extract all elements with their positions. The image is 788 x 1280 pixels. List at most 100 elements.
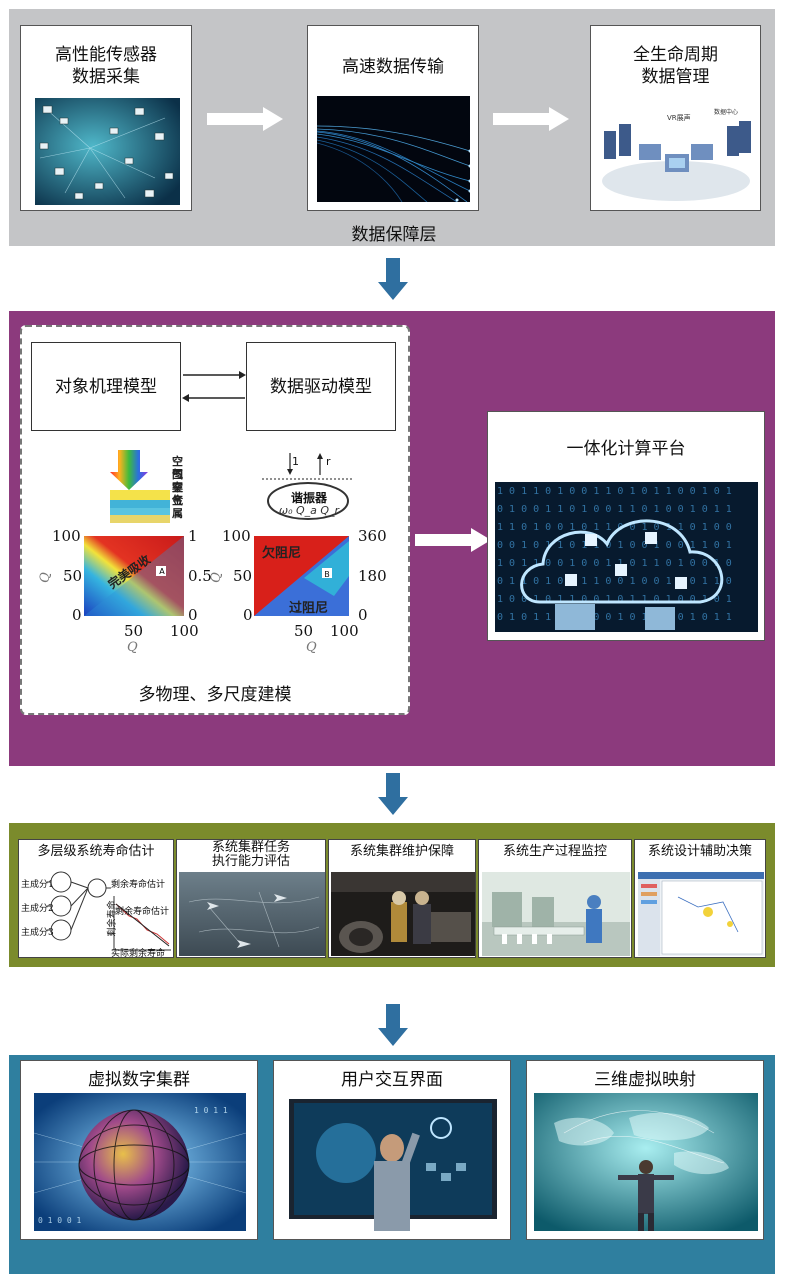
nn-input-3: 主成分3 (21, 928, 54, 938)
nn-output-label: 剩余寿命估计 (111, 880, 166, 890)
data-assurance-layer-label: 数据保障层 (351, 225, 437, 245)
production-monitoring-card: 系统生产过程监控 (478, 839, 632, 958)
nn-input-2: 主成分2 (21, 904, 54, 914)
sensor-network-image (35, 98, 180, 205)
marker-a-label: A (159, 567, 165, 576)
left-y-tick-0: 0 (72, 606, 82, 624)
curve-estimate-label: 剩余寿命估计 (115, 907, 170, 917)
svg-text:0 1 0 0 1: 0 1 0 0 1 (38, 1216, 82, 1225)
left-right-tick-0-5: 0.5 (188, 567, 212, 585)
virtual-map-image (534, 1093, 758, 1231)
management-card-title: 全生命周期 数据管理 (633, 45, 718, 87)
svg-text:1 0 1 1 0 1 0 0 1 1 0 1 0 1 1: 1 0 1 1 0 1 0 0 1 1 0 1 0 1 1 0 0 1 0 1 (497, 486, 732, 497)
down-arrow-icon (378, 773, 408, 815)
design-decision-card: 系统设计辅助决策 (634, 839, 766, 958)
absorber-layer-stack-icon (110, 450, 170, 523)
left-y-tick-50: 50 (63, 567, 83, 585)
left-x-tick-100: 100 (170, 622, 199, 640)
right-x-tick-50: 50 (294, 622, 314, 640)
mission-capability-card: 系统集群任务 执行能力评估 (176, 839, 326, 958)
svg-text:1 0 0 1 0 1 1 0 0 1 0 1 1 0 1: 1 0 0 1 0 1 1 0 0 1 0 1 1 0 1 0 0 1 0 1 (497, 594, 732, 605)
svg-text:1 0 1 1: 1 0 1 1 (194, 1106, 228, 1115)
fiber-optic-image (317, 96, 470, 202)
right-right-tick-360: 360 (358, 527, 387, 545)
actual-rul-label: 实际剩余寿命 (111, 949, 166, 959)
cloud-computing-image: 1 0 1 1 0 1 0 0 1 1 0 1 0 1 1 0 0 1 0 1 … (495, 482, 758, 632)
svg-text:数据中心: 数据中心 (714, 108, 738, 116)
lifetime-estimation-title: 多层级系统寿命估计 (37, 844, 155, 859)
right-right-tick-180: 180 (358, 567, 387, 585)
left-x-tick-50: 50 (124, 622, 144, 640)
left-right-tick-1: 1 (188, 527, 198, 545)
right-y-tick-50: 50 (233, 567, 253, 585)
resonator-label: 谐振器 (290, 491, 327, 505)
right-arrow-icon (493, 107, 569, 131)
right-arrow-icon (415, 528, 491, 552)
marker-b-label: B (324, 570, 330, 579)
modeling-caption: 多物理、多尺度建模 (138, 685, 292, 705)
data-driven-model-box: 数据驱动模型 (246, 342, 396, 431)
left-y-axis-label: Q (37, 572, 53, 583)
svg-text:0 0 1 0 1 1 0 1 1 0 1 0 0 1 0: 0 0 1 0 1 1 0 1 1 0 1 0 0 1 0 0 1 1 0 1 (497, 540, 732, 551)
right-x-axis-label: Q (306, 640, 317, 655)
computing-platform-card: 一体化计算平台 1 0 1 1 0 1 0 0 1 1 0 1 0 1 1 0 … (487, 411, 765, 641)
damping-heatmap (254, 536, 349, 616)
virtual-cluster-title: 虚拟数字集群 (88, 1070, 190, 1090)
overdamped-label: 过阻尼 (289, 601, 329, 616)
svg-text:0 1 0 0 1 1 0 1 0 0 1 1 0 1 0: 0 1 0 0 1 1 0 1 0 0 1 1 0 1 0 0 1 0 1 1 (497, 504, 732, 515)
right-y-tick-0: 0 (243, 606, 253, 624)
resonator-schematic-icon (262, 453, 354, 520)
svg-text:VR展声: VR展声 (667, 113, 691, 122)
resonator-params: ω₀ Q_a Q_r (278, 504, 340, 517)
transmission-card-title: 高速数据传输 (342, 57, 444, 77)
bidirectional-arrows-icon (182, 371, 246, 402)
left-x-axis-label: Q (127, 640, 138, 655)
user-interface-title: 用户交互界面 (341, 1070, 443, 1090)
design-decision-title: 系统设计辅助决策 (647, 844, 752, 859)
absorption-heatmap (84, 536, 184, 616)
nn-input-1: 主成分1 (21, 880, 54, 890)
right-right-tick-0: 0 (358, 606, 368, 624)
arrow-in-label: 1 (292, 455, 299, 468)
down-arrow-icon (378, 1004, 408, 1046)
maintenance-image (331, 872, 475, 956)
svg-text:0 1 1 0 1 0 0 1 1 0 0 1 0 0 1: 0 1 1 0 1 0 0 1 1 0 0 1 0 0 1 1 0 1 1 0 (497, 576, 732, 587)
virtual-cluster-card: 虚拟数字集群 0 1 0 0 1 1 0 1 1 (20, 1060, 258, 1240)
left-y-tick-100: 100 (52, 527, 81, 545)
maintenance-support-card: 系统集群维护保障 (328, 839, 476, 958)
neural-network-diagram (47, 871, 171, 951)
right-x-tick-100: 100 (330, 622, 359, 640)
right-y-axis-label: Q (208, 572, 224, 583)
3d-mapping-card: 三维虚拟映射 (526, 1060, 764, 1240)
right-arrow-icon (207, 107, 283, 131)
svg-text:1 1 0 1 0 0 1 0 1 1 0 0 1 0 1: 1 1 0 1 0 0 1 0 1 1 0 0 1 0 1 1 0 1 0 0 (497, 522, 732, 533)
sensor-card-title: 高性能传感器 数据采集 (55, 45, 157, 87)
underdamped-label: 欠阻尼 (262, 546, 302, 561)
down-arrow-icon (378, 258, 408, 300)
3d-mapping-title: 三维虚拟映射 (594, 1070, 696, 1090)
maintenance-support-title: 系统集群维护保障 (349, 844, 454, 859)
production-monitoring-title: 系统生产过程监控 (502, 844, 607, 859)
left-right-tick-0: 0 (188, 606, 198, 624)
transmission-card: 高速数据传输 (307, 25, 479, 211)
computing-platform-title: 一体化计算平台 (566, 439, 686, 459)
digital-globe-image: 0 1 0 0 1 1 0 1 1 (34, 1093, 246, 1231)
data-management-card: 全生命周期 数据管理 VR展声 数据中心 (590, 25, 761, 211)
rul-axis-label: 剩余寿命 (107, 900, 118, 937)
layer-label-air-2: 空气 (172, 481, 183, 507)
mission-capability-title: 系统集群任务 执行能力评估 (211, 840, 290, 869)
svg-text:1 0 1 1 0 0 1 0 0 1 1 0 1 1 0: 1 0 1 1 0 0 1 0 0 1 1 0 1 1 0 1 0 0 1 0 (497, 558, 732, 569)
touch-screen-image (286, 1093, 500, 1231)
svg-text:0 1 0 1 1 0 1 1 0 0 1 0 1 1 0: 0 1 0 1 1 0 1 1 0 0 1 0 1 1 0 0 1 0 1 1 (497, 612, 732, 623)
factory-image (482, 872, 630, 956)
sensor-data-card: 高性能传感器 数据采集 (20, 25, 192, 211)
software-screen-image (638, 872, 764, 956)
layer-label-pattern: 图案 (172, 468, 183, 494)
user-interface-card: 用户交互界面 (273, 1060, 511, 1240)
arrow-out-label: r (326, 455, 331, 468)
right-y-tick-100: 100 (222, 527, 251, 545)
layer-label-metal: 金属 (172, 494, 183, 520)
mechanism-model-box: 对象机理模型 (31, 342, 181, 431)
layer-label-air: 空气 (172, 455, 183, 481)
aircraft-cluster-image (179, 872, 325, 956)
